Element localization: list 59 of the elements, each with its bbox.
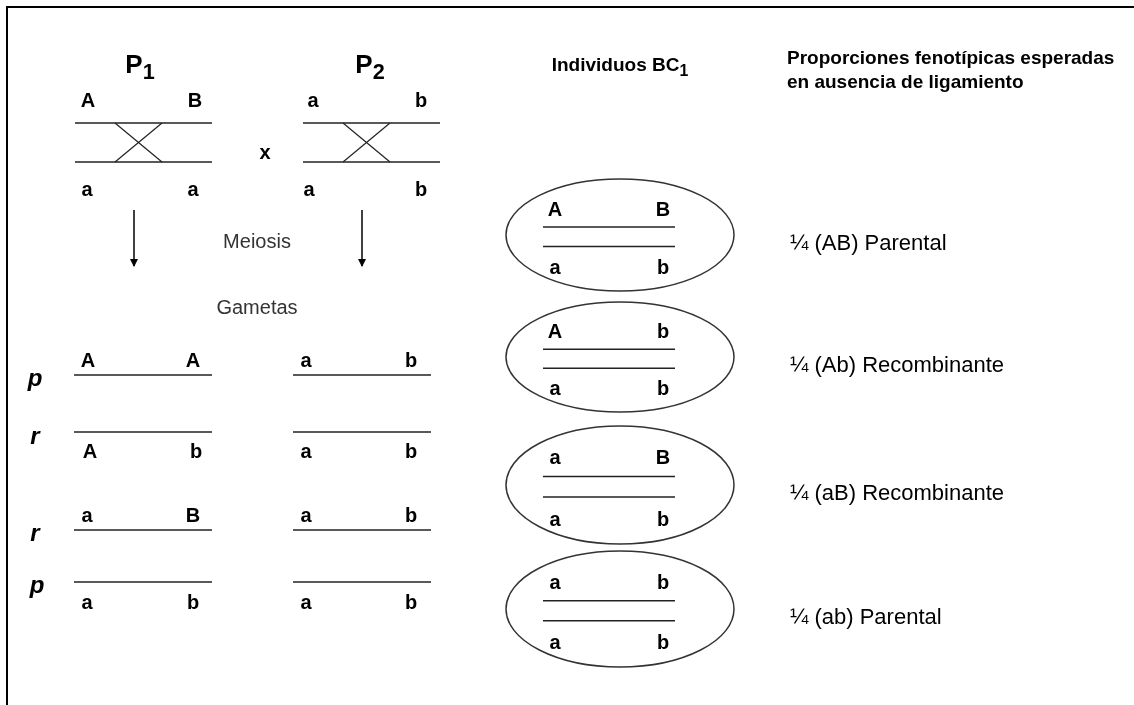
individual-ellipse <box>505 301 735 413</box>
allele-letter: a <box>549 570 561 593</box>
allele-letter: B <box>187 89 203 111</box>
allele-letter: a <box>81 591 93 613</box>
allele-letter: a <box>549 631 561 654</box>
allele-letter: a <box>300 440 312 462</box>
allele-letter: b <box>414 178 428 200</box>
allele-letter: A <box>547 320 563 343</box>
proportion-label: ¼ (aB) Recombinante <box>790 480 1004 506</box>
allele-letter: B <box>655 446 671 469</box>
allele-letter: b <box>656 320 670 343</box>
allele-letter: b <box>414 89 428 111</box>
proportion-label: ¼ (AB) Parental <box>790 230 947 256</box>
allele-letter: b <box>656 570 670 593</box>
allele-letter: a <box>549 377 561 400</box>
gamete-type-label: r <box>30 519 40 547</box>
gamete-type-label: p <box>27 364 43 392</box>
gamete-type-label: p <box>29 571 45 599</box>
allele-letter: a <box>187 178 199 200</box>
cross-symbol: x <box>259 141 271 163</box>
individual-ellipse <box>505 425 735 545</box>
allele-letter: b <box>186 591 200 613</box>
allele-letter: A <box>82 440 98 462</box>
allele-letter: b <box>404 504 418 526</box>
individual-ellipse <box>505 178 735 292</box>
allele-letter: b <box>404 591 418 613</box>
process-label: Gametas <box>216 296 298 318</box>
generation-label: P$_{1}$ <box>125 50 155 84</box>
column-heading: Proporciones fenotípicas esperadas en ausencia de ligamiento <box>787 46 1116 94</box>
allele-letter: a <box>81 178 93 200</box>
proportion-label: ¼ (Ab) Recombinante <box>790 352 1004 378</box>
process-label: Meiosis <box>223 230 291 252</box>
allele-letter: b <box>656 507 670 530</box>
allele-letter: a <box>300 591 312 613</box>
allele-letter: a <box>300 504 312 526</box>
allele-letter: a <box>549 446 561 469</box>
allele-letter: B <box>655 197 671 220</box>
allele-letter: b <box>656 255 670 278</box>
allele-letter: A <box>547 197 563 220</box>
proportion-label: ¼ (ab) Parental <box>790 604 942 630</box>
allele-letter: a <box>307 89 319 111</box>
allele-letter: B <box>185 504 201 526</box>
allele-letter: a <box>303 178 315 200</box>
individual-ellipse <box>505 550 735 668</box>
allele-letter: A <box>80 89 96 111</box>
allele-letter: a <box>81 504 93 526</box>
allele-letter: b <box>404 349 418 371</box>
gamete-type-label: r <box>30 422 40 450</box>
allele-letter: b <box>404 440 418 462</box>
allele-letter: a <box>549 507 561 530</box>
allele-letter: a <box>549 255 561 278</box>
allele-letter: A <box>185 349 201 371</box>
allele-letter: b <box>656 631 670 654</box>
generation-label: P$_{2}$ <box>355 50 385 84</box>
allele-letter: b <box>656 377 670 400</box>
column-heading: Individuos BC$_{1}$ <box>551 54 689 80</box>
allele-letter: A <box>80 349 96 371</box>
allele-letter: a <box>300 349 312 371</box>
allele-letter: b <box>189 440 203 462</box>
